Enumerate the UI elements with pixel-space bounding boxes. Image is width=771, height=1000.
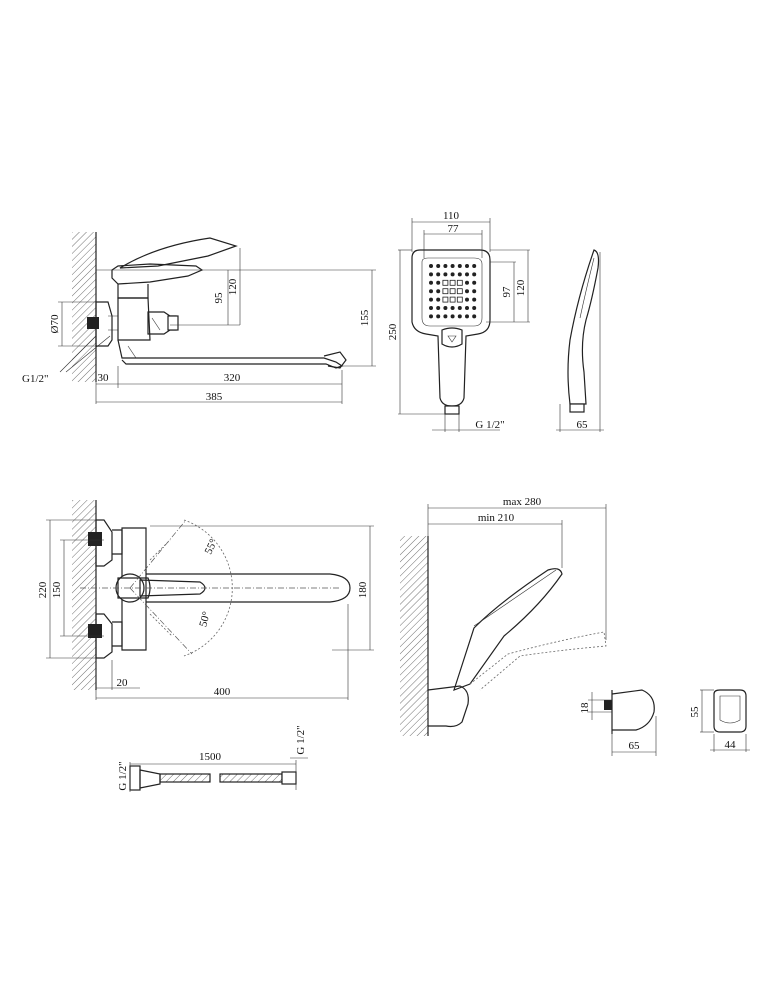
nozzle xyxy=(465,306,469,310)
nozzle xyxy=(465,272,469,277)
dim-angle-50: 50° xyxy=(197,610,213,628)
nozzle xyxy=(429,289,433,294)
dim-thread-hose-right: G 1/2" xyxy=(295,725,307,754)
dim-18: 18 xyxy=(579,702,591,714)
dim-155: 155 xyxy=(359,309,371,326)
dim-220: 220 xyxy=(37,581,49,598)
nozzle xyxy=(443,306,448,310)
nozzle xyxy=(442,296,449,303)
nozzle xyxy=(457,272,462,277)
bracket-front-view: 55 44 xyxy=(689,689,750,752)
dim-180: 180 xyxy=(357,581,369,598)
nozzle xyxy=(465,280,469,285)
nozzle xyxy=(456,279,463,286)
dim-1500: 1500 xyxy=(199,751,222,763)
dim-97: 97 xyxy=(501,286,513,298)
holder-side-view: max 280 min 210 xyxy=(400,496,607,736)
dim-thread-hose-left: G 1/2" xyxy=(117,761,129,790)
dim-20: 20 xyxy=(117,677,129,689)
nozzle xyxy=(429,280,433,285)
dim-65-bracket: 65 xyxy=(629,740,641,752)
nozzle xyxy=(472,280,477,285)
dim-thread-head: G 1/2" xyxy=(475,419,504,431)
nozzle xyxy=(450,272,455,277)
nozzle xyxy=(456,288,463,295)
dim-150: 150 xyxy=(51,581,63,598)
dim-250: 250 xyxy=(387,323,399,340)
dim-385: 385 xyxy=(206,391,223,403)
nozzle xyxy=(429,297,433,302)
dim-max-280: max 280 xyxy=(503,496,542,508)
nozzle xyxy=(450,314,455,319)
nozzle xyxy=(429,272,433,277)
bracket-side-view: 18 65 xyxy=(579,689,657,756)
dim-55: 55 xyxy=(689,706,701,718)
hose-left-segment xyxy=(159,773,211,783)
dim-77: 77 xyxy=(448,223,460,235)
dim-min-210: min 210 xyxy=(478,512,515,524)
nozzle xyxy=(443,314,448,319)
nozzle xyxy=(472,289,477,294)
dim-320: 320 xyxy=(224,372,241,384)
nozzle xyxy=(436,272,441,277)
nozzle xyxy=(450,306,455,310)
nozzle xyxy=(443,264,448,268)
shower-head-side-view: 65 xyxy=(556,249,604,432)
nozzle xyxy=(457,264,462,268)
nozzle xyxy=(436,280,441,285)
faucet-top-view: 220 150 180 55° 50° 20 400 xyxy=(37,500,374,700)
dim-120: 120 xyxy=(227,278,239,295)
nozzle xyxy=(472,272,477,277)
dim-120-head: 120 xyxy=(515,279,527,296)
nozzle xyxy=(429,264,433,268)
shower-head-front-view: 110 77 97 120 250 G 1/2" xyxy=(387,210,530,432)
nozzle xyxy=(472,297,477,302)
nozzle xyxy=(429,314,433,319)
nozzle xyxy=(436,289,441,294)
nozzle xyxy=(465,289,469,294)
nozzle xyxy=(442,288,449,295)
nozzle xyxy=(457,306,462,310)
dim-110: 110 xyxy=(443,210,460,222)
nozzle xyxy=(429,306,433,310)
dim-65-depth: 65 xyxy=(577,419,589,431)
wall-hatch xyxy=(72,232,96,382)
dim-44: 44 xyxy=(725,739,737,751)
dim-d70: Ø70 xyxy=(49,314,61,333)
nozzle xyxy=(436,314,441,319)
nozzle xyxy=(450,264,455,268)
dim-30: 30 xyxy=(98,372,110,384)
nozzle xyxy=(449,296,456,303)
nozzle xyxy=(449,279,456,286)
nozzle xyxy=(443,272,448,277)
nozzle xyxy=(449,288,456,295)
nozzle xyxy=(436,306,441,310)
nozzle xyxy=(436,297,441,302)
hose-view: 1500 G 1/2" G 1/2" xyxy=(117,725,308,792)
nozzle xyxy=(456,296,463,303)
nozzle-grid xyxy=(429,264,477,319)
dim-95: 95 xyxy=(213,292,225,304)
dim-thread-g12: G1/2" xyxy=(22,373,49,385)
nozzle xyxy=(457,314,462,319)
nozzle xyxy=(442,279,449,286)
nozzle xyxy=(472,264,477,268)
nozzle xyxy=(436,264,441,268)
nozzle xyxy=(465,264,469,268)
dim-angle-55: 55° xyxy=(203,537,220,556)
nozzle xyxy=(465,314,469,319)
dim-400: 400 xyxy=(214,686,231,698)
nozzle xyxy=(465,297,469,302)
nozzle xyxy=(472,306,477,310)
hose-right-segment xyxy=(219,773,283,783)
faucet-side-view: 95 120 155 Ø70 G1/2" 30 320 385 xyxy=(22,232,376,404)
nozzle xyxy=(472,314,477,319)
